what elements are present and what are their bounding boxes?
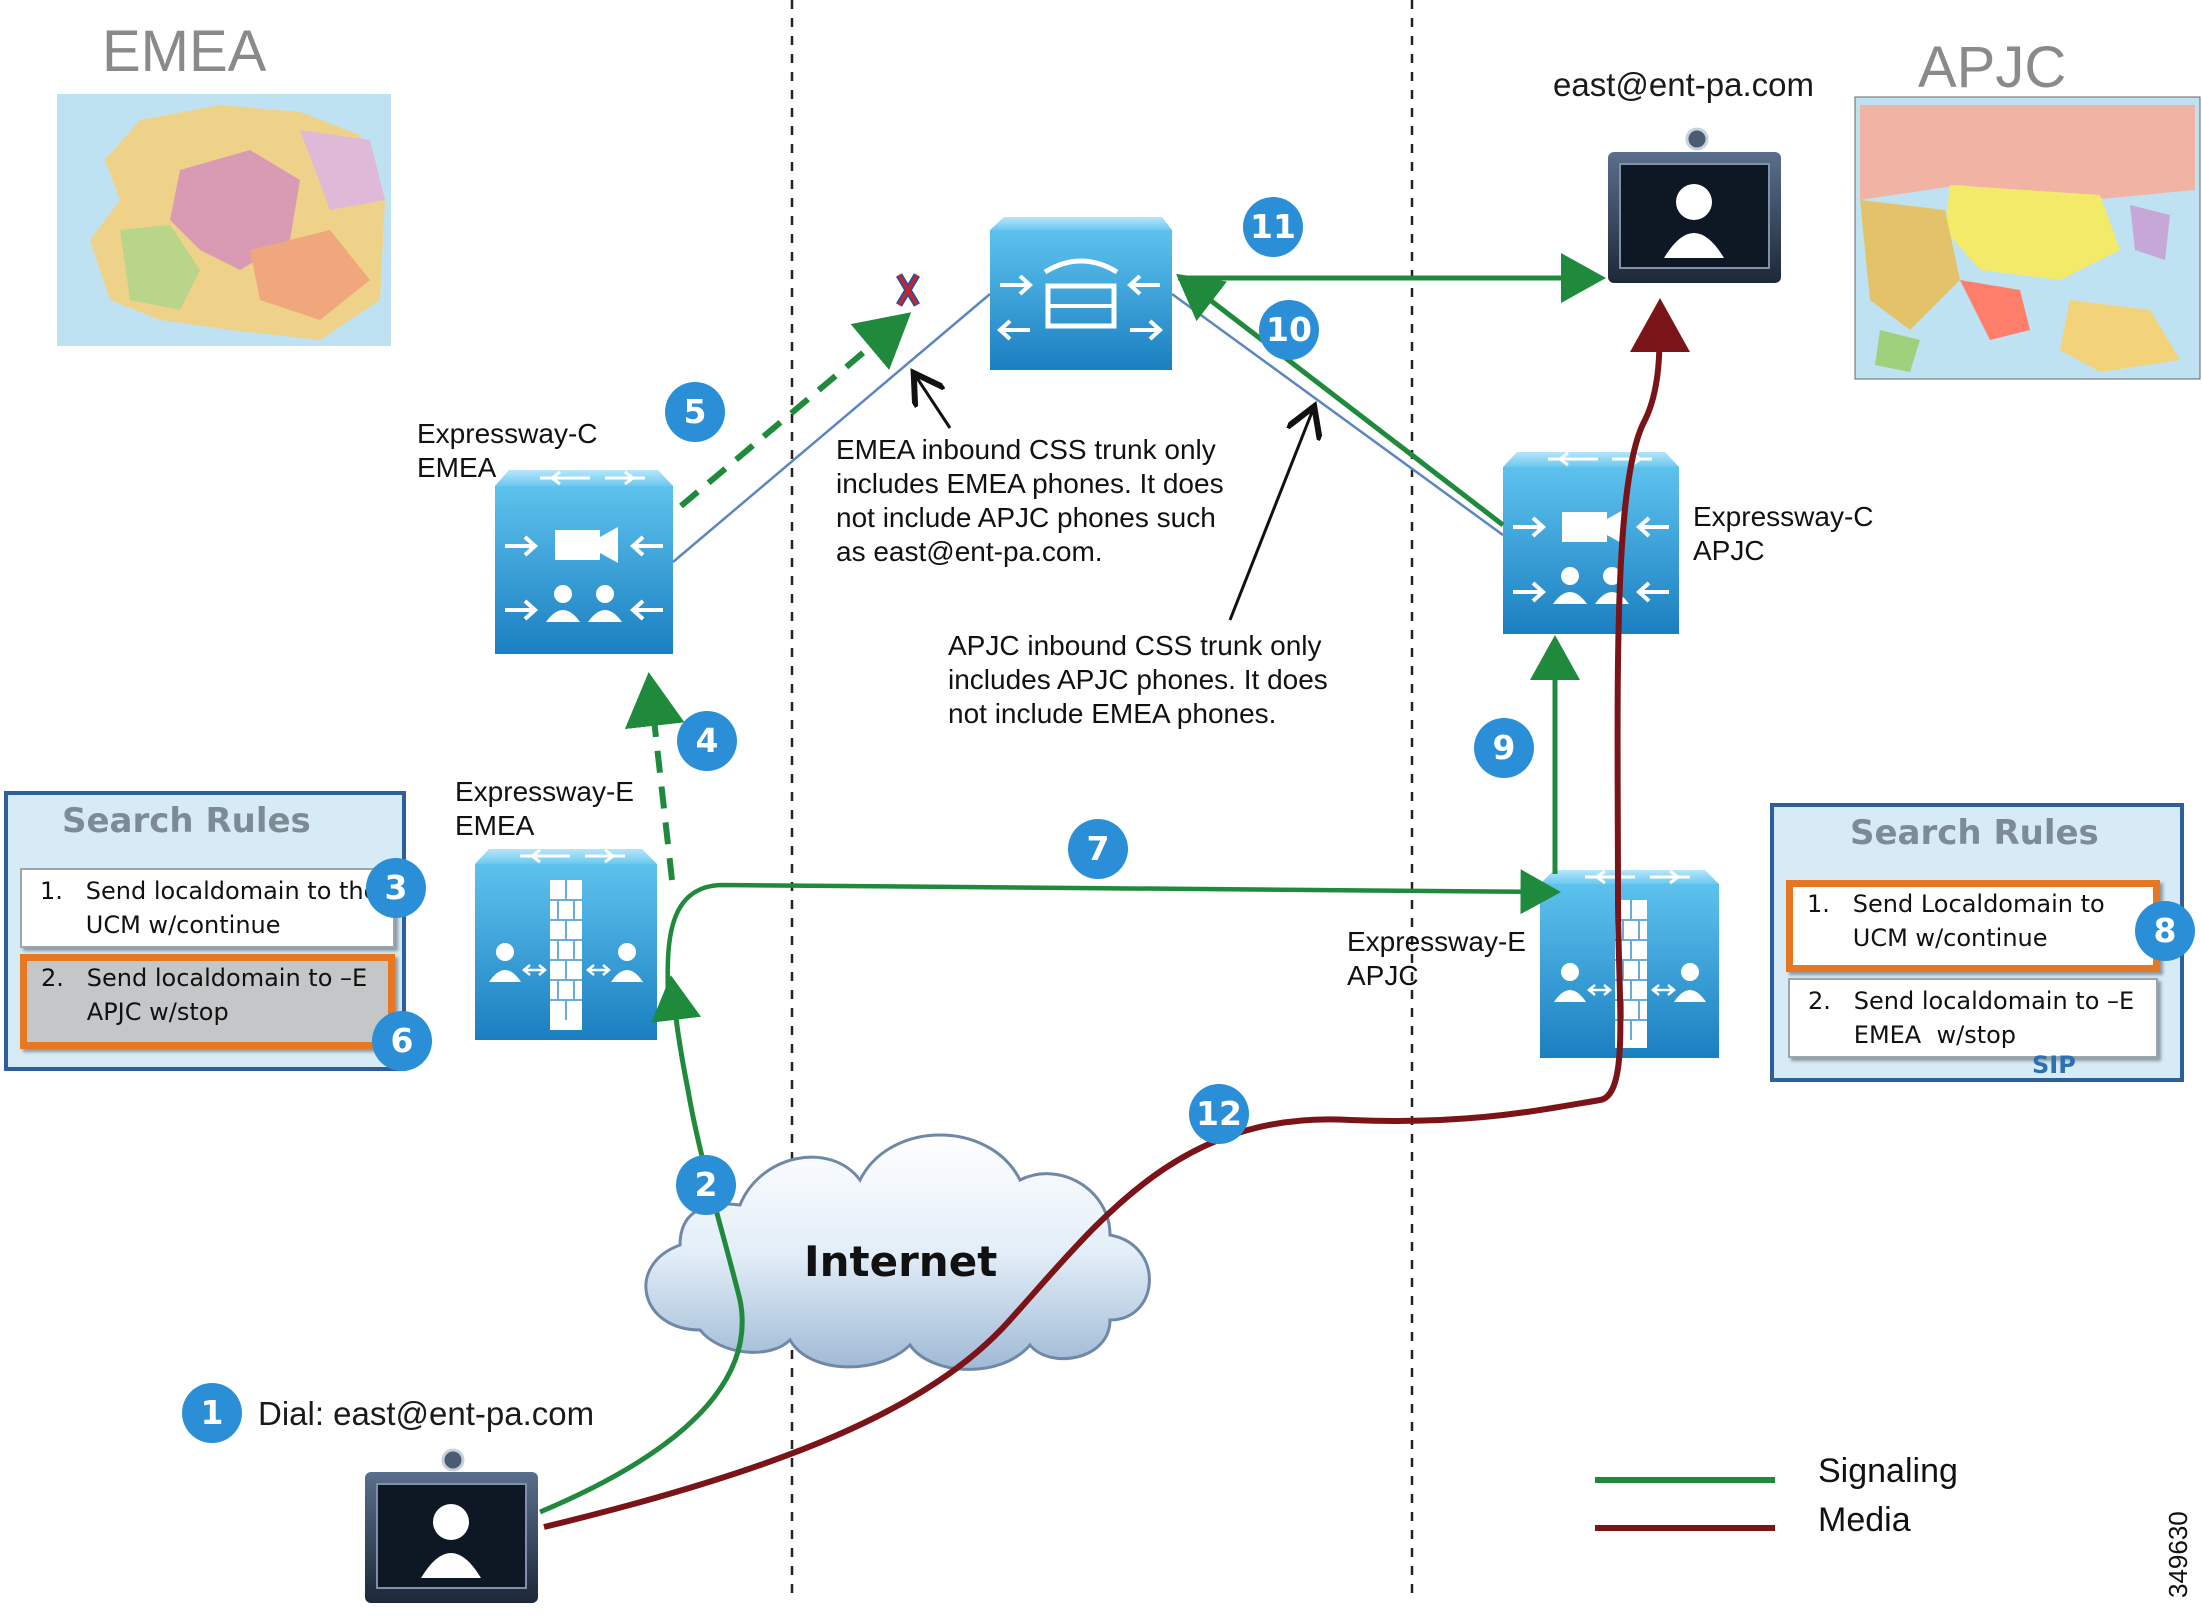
- step-badge-2: 2: [676, 1155, 736, 1215]
- signaling-path-10: [1176, 273, 1505, 527]
- note-pointer-apjc: [1228, 412, 1312, 621]
- video-endpoint-icon: [365, 1448, 538, 1603]
- signaling-path-7: [665, 869, 1561, 1011]
- search-rules-title: Search Rules: [1850, 813, 2099, 853]
- step-badge-6: 6: [372, 1011, 432, 1071]
- internet-label: Internet: [804, 1237, 998, 1286]
- region-title-emea: EMEA: [102, 19, 267, 84]
- note-apjc-css: APJC inbound CSS trunk only includes APJ…: [948, 630, 1328, 729]
- expressway-e-firewall-icon: [1540, 869, 1719, 1058]
- note-emea-css: EMEA inbound CSS trunk only includes EME…: [836, 434, 1224, 567]
- label-expressway-e-emea: Expressway-E EMEA: [455, 776, 634, 841]
- sip-trunk-apjc: [1171, 292, 1504, 537]
- europe-map-icon: [57, 94, 391, 346]
- search-rule-2-emea: 2. Send localdomain to –E APJC w/stop: [20, 954, 395, 1049]
- step-badge-4: 4: [677, 711, 737, 771]
- step-badge-3: 3: [366, 858, 426, 918]
- step-badge-11: 11: [1243, 197, 1303, 257]
- figure-id: 349630: [2163, 1511, 2193, 1598]
- expressway-e-firewall-icon: [475, 848, 657, 1040]
- media-path-12: [543, 298, 1690, 1530]
- endpoint-address-label: east@ent-pa.com: [1553, 66, 1814, 103]
- sip-trunk-emea: [672, 293, 991, 563]
- search-rule-1-apjc: 1. Send Localdomain to UCM w/continue: [1786, 880, 2160, 972]
- step-badge-12: 12: [1189, 1084, 1249, 1144]
- search-rules-panel-emea: Search Rules 1. Send localdomain to the …: [4, 791, 406, 1071]
- step-badge-9: 9: [1474, 718, 1534, 778]
- expressway-c-icon: [495, 470, 673, 654]
- blocked-x-icon: [895, 273, 921, 307]
- legend-media-label: Media: [1818, 1501, 1911, 1539]
- signaling-path-1-2: [539, 975, 745, 1515]
- search-rules-title: Search Rules: [62, 801, 311, 841]
- label-expressway-c-apjc: Expressway-C APJC: [1693, 501, 1874, 566]
- search-rules-footer: SIP: [2032, 1051, 2076, 1079]
- asia-map-icon: [1854, 96, 2201, 380]
- video-endpoint-icon: [1608, 127, 1781, 283]
- legend-signaling-label: Signaling: [1818, 1452, 1958, 1490]
- signaling-path-5: [679, 312, 912, 509]
- dial-label: Dial: east@ent-pa.com: [258, 1395, 595, 1432]
- signaling-path-4: [624, 672, 685, 881]
- expressway-c-icon: [1503, 451, 1679, 634]
- step-badge-5: 5: [665, 382, 725, 442]
- region-title-apjc: APJC: [1918, 35, 2067, 100]
- step-badge-8: 8: [2135, 901, 2195, 961]
- search-rule-1-emea: 1. Send localdomain to the UCM w/continu…: [20, 868, 395, 948]
- search-rules-panel-apjc: Search Rules 1. Send Localdomain to UCM …: [1770, 803, 2184, 1082]
- step-badge-1: 1: [182, 1383, 242, 1443]
- step-badge-10: 10: [1259, 300, 1319, 360]
- note-pointer-emea: [917, 378, 952, 429]
- label-expressway-c-emea: Expressway-C EMEA: [417, 418, 598, 483]
- step-badge-7: 7: [1068, 819, 1128, 879]
- ucm-router-icon: [990, 217, 1172, 370]
- search-rule-2-apjc: 2. Send localdomain to –E EMEA w/stop: [1788, 978, 2158, 1058]
- label-expressway-e-apjc: Expressway-E APJC: [1347, 926, 1526, 991]
